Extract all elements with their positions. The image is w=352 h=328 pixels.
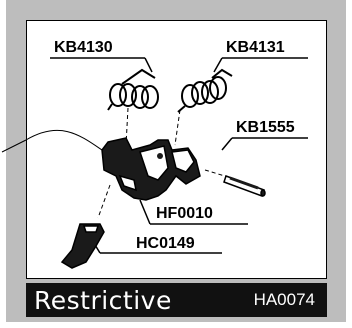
part-label-kb4131: KB4131 [226,39,285,56]
hf0010-leader [139,199,151,225]
part-label-kb1555: KB1555 [236,119,295,136]
pin-kb1555 [223,175,266,197]
assembly-line [174,109,181,146]
spring-kb4131 [177,68,233,113]
kb1555-leader [221,137,233,151]
part-label-hf0010: HF0010 [156,205,213,222]
footer-code: HA0074 [253,290,315,309]
cable-line [1,130,103,153]
spring-kb4130 [107,68,159,111]
bracket-hf0010 [101,137,201,201]
assembly-line [97,184,111,219]
footer-bar: Restrictive HA0074 [26,283,327,317]
part-label-kb4130: KB4130 [54,39,113,56]
kb4131-leader [213,57,223,73]
cover-hc0149 [60,223,105,269]
kb4130-leader [144,57,153,73]
part-label-hc0149: HC0149 [136,235,195,252]
footer-title: Restrictive [34,286,172,315]
